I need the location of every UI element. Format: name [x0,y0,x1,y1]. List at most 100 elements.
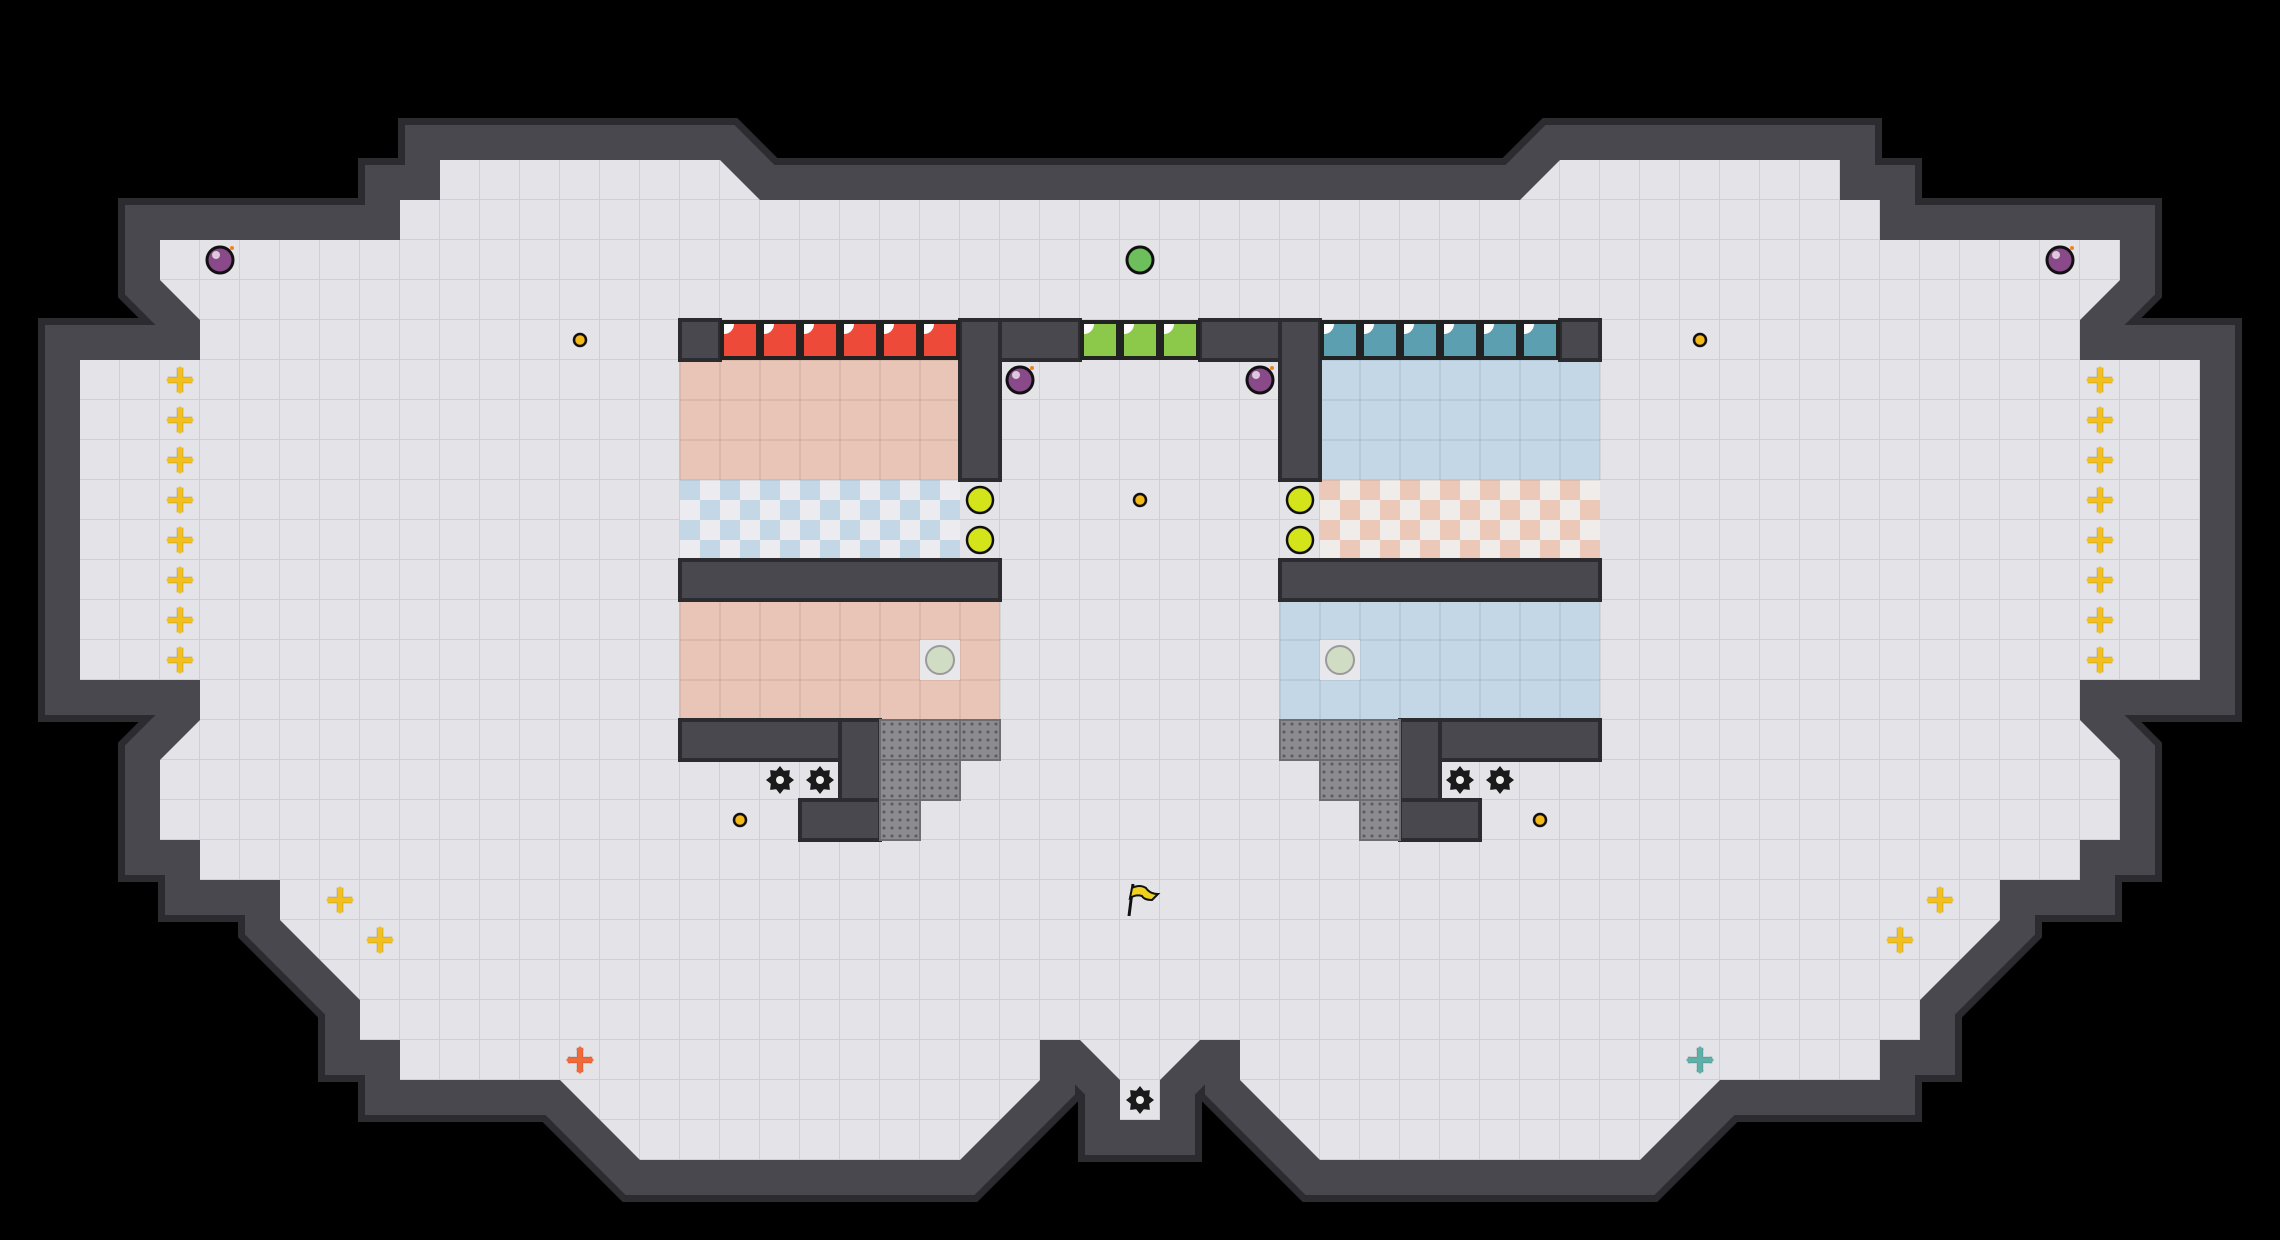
blue-zone-upper [1320,360,1600,480]
boost-icon [2086,486,2114,514]
speed-grate-icon [879,759,921,801]
boost-icon [366,926,394,954]
button-dot-icon [732,812,748,828]
speed-grate-icon [879,719,921,761]
spike-icon [766,766,794,794]
gate-shine [1404,324,1414,334]
boost-cross [2087,567,2113,593]
bomb-shine [1012,371,1020,379]
floor-area [80,160,2200,1160]
bomb-icon [1005,365,1035,395]
boost-icon [2086,526,2114,554]
boost-cross [1927,887,1953,913]
boost-cross [327,887,353,913]
boost-icon [2086,646,2114,674]
map-objects [166,245,2114,1114]
button-dot-icon [1532,812,1548,828]
boost-cross [2087,407,2113,433]
boost-cross [2087,607,2113,633]
boost-cross [167,647,193,673]
boost-cross [167,607,193,633]
gate-shine [844,324,854,334]
spike-icon [1126,1086,1154,1114]
speed-grate-icon [1279,719,1321,761]
boost-cross [167,407,193,433]
speed-grate-icon [1319,759,1361,801]
boost-cross [1887,927,1913,953]
button-dot-icon [1132,492,1148,508]
boost-icon [166,486,194,514]
boost-icon [166,566,194,594]
gate-shine [1484,324,1494,334]
button-dot-icon [572,332,588,348]
boost-cross [167,487,193,513]
boost-icon [166,406,194,434]
red-boost-icon [566,1046,594,1074]
floor [80,160,2200,1160]
powerup-icon [1125,245,1155,275]
boost-cross [2087,367,2113,393]
boost-icon [326,886,354,914]
boost-cross [2087,647,2113,673]
boost-cross [167,527,193,553]
gate-shine [1444,324,1454,334]
boost-icon [166,606,194,634]
spike-hole [1136,1096,1144,1104]
speed-grate-icon [879,799,921,841]
bomb-shine [2052,251,2060,259]
boost-cross [167,447,193,473]
inner-walls [678,318,1602,842]
gate-shine [1124,324,1134,334]
bomb-fuse [1270,366,1274,370]
boost-cross [167,367,193,393]
speed-grate-icon [1319,719,1361,761]
inner-wall [1278,318,1322,482]
spike-hole [816,776,824,784]
bomb-fuse [230,246,234,250]
gate-button-icon [965,485,995,515]
gate-shine [1524,324,1534,334]
blue-gate [1480,320,1520,360]
flag-icon [1127,883,1161,917]
inner-wall [1558,318,1602,362]
boost-icon [166,526,194,554]
button-dot-icon [1692,332,1708,348]
gate-button-icon [1285,485,1315,515]
gate-button-icon [1285,525,1315,555]
gate-shine [1364,324,1374,334]
gate-shine [1164,324,1174,334]
boost-icon [1886,926,1914,954]
gate-shine [764,324,774,334]
inner-wall [1278,558,1602,602]
spike-icon [1446,766,1474,794]
spike-hole [1456,776,1464,784]
boost-cross [167,567,193,593]
spike-icon [806,766,834,794]
bomb-icon [1245,365,1275,395]
gate-shine [1324,324,1334,334]
bomb-fuse [1030,366,1034,370]
blue-checker-strip [680,480,960,560]
speed-grate-icon [1359,799,1401,841]
speed-grate-icon [919,719,961,761]
gate-button-icon [965,525,995,555]
red-checker-strip [1320,480,1600,560]
boost-icon [2086,366,2114,394]
bomb-icon [205,245,235,275]
inner-wall [798,798,882,842]
bomb-fuse [2070,246,2074,250]
boost-cross [2087,447,2113,473]
inner-wall [1398,798,1482,842]
bomb-shine [212,251,220,259]
boost-icon [2086,406,2114,434]
boost-cross [2087,487,2113,513]
speed-grate-icon [1359,719,1401,761]
bomb-shine [1252,371,1260,379]
boost-icon [2086,566,2114,594]
boost-icon [2086,606,2114,634]
gate-shine [804,324,814,334]
red-gate [840,320,880,360]
boost-icon [166,446,194,474]
gate-shine [924,324,934,334]
speed-grate-icon [1359,759,1401,801]
